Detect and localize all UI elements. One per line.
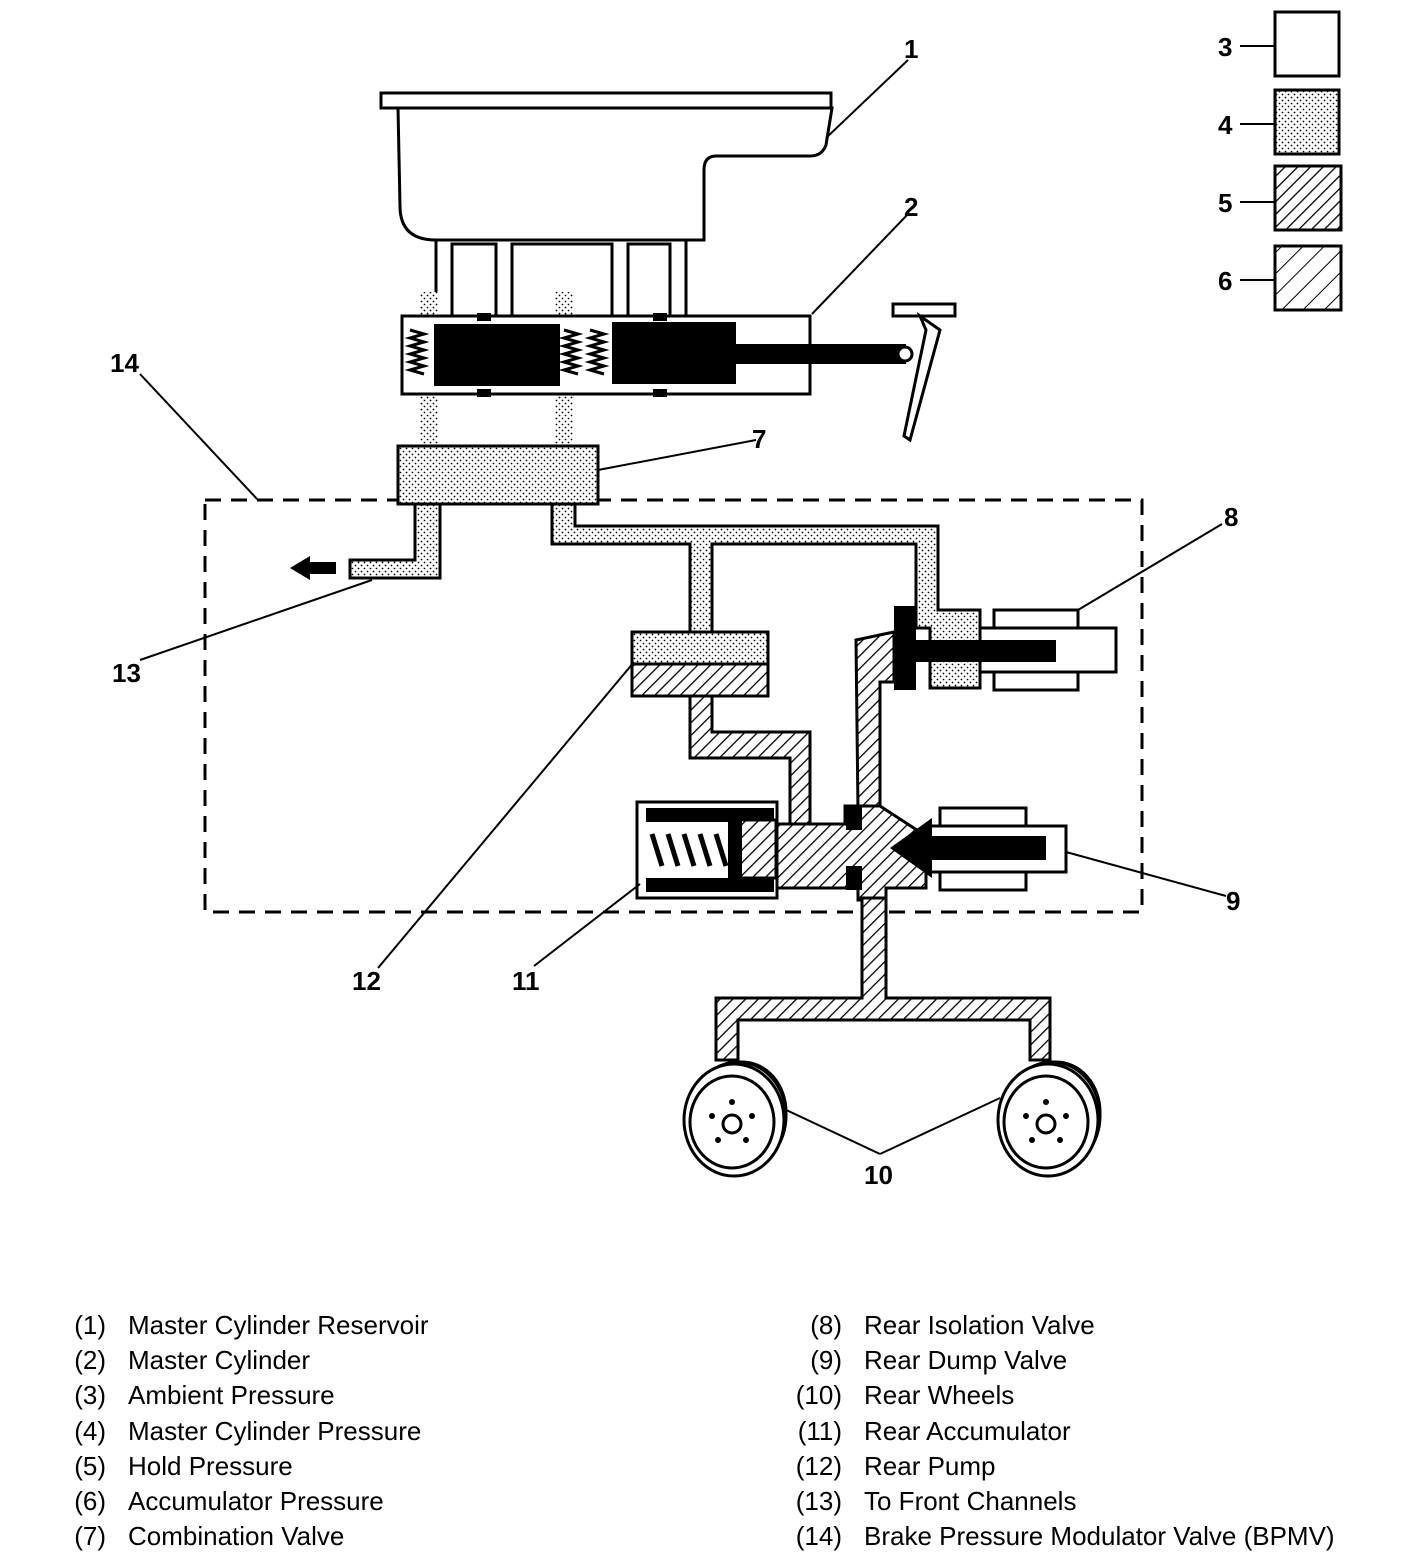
- callout-4: 4: [1218, 110, 1233, 140]
- front-channel-line: [290, 502, 442, 580]
- legend-number: (7): [74, 1521, 106, 1552]
- callouts: 1 2 3 4 5 6 7 8 9 10 11 12 13 14: [110, 32, 1240, 1190]
- legend-number: (14): [795, 1521, 842, 1552]
- legend-item: (11) Rear Accumulator: [786, 1414, 1335, 1449]
- swatch-accumulator: [1273, 244, 1343, 312]
- callout-14: 14: [110, 348, 139, 378]
- legend-right-column: (8) Rear Isolation Valve (9) Rear Dump Val…: [786, 1308, 1335, 1554]
- callout-1: 1: [904, 34, 918, 64]
- legend-label: Accumulator Pressure: [128, 1486, 384, 1517]
- swatch-hold: [1273, 164, 1343, 232]
- callout-2: 2: [904, 192, 918, 222]
- master-pressure-line: [550, 502, 982, 690]
- rear-isolation-valve: [894, 606, 1118, 692]
- legend-item: (3) Ambient Pressure: [50, 1378, 429, 1413]
- legend-item: (13) To Front Channels: [786, 1484, 1335, 1519]
- callout-10: 10: [864, 1160, 893, 1190]
- swatch-ambient: [1273, 10, 1341, 78]
- rear-wheel-left: [682, 1060, 788, 1178]
- legend-label: Combination Valve: [128, 1521, 345, 1552]
- legend-number: (13): [795, 1486, 842, 1517]
- callout-8: 8: [1224, 502, 1238, 532]
- legend-label: Rear Dump Valve: [864, 1345, 1068, 1376]
- legend-item: (8) Rear Isolation Valve: [786, 1308, 1335, 1343]
- legend-label: Master Cylinder Reservoir: [128, 1310, 429, 1340]
- legend-label: Ambient Pressure: [128, 1380, 335, 1411]
- legend-item: (7) Combination Valve: [50, 1519, 429, 1554]
- legend-number: (5): [74, 1450, 106, 1481]
- legend-item: (14) Brake Pressure Modulator Valve (BPMV…: [786, 1519, 1335, 1554]
- callout-12: 12: [352, 966, 381, 996]
- leader-lines: [139, 59, 1227, 1155]
- legend-item: (9) Rear Dump Valve: [786, 1343, 1335, 1378]
- swatch-master-cylinder: [1273, 88, 1341, 156]
- legend-number: (11): [797, 1415, 842, 1446]
- bpmv-boundary: [203, 498, 1144, 914]
- legend-number: (3): [74, 1380, 106, 1411]
- callout-7: 7: [752, 424, 766, 454]
- callout-11: 11: [512, 966, 540, 996]
- callout-5: 5: [1218, 188, 1232, 218]
- master-cylinder-reservoir: [379, 91, 834, 318]
- legend-number: (9): [810, 1345, 842, 1376]
- legend-item: (1) Master Cylinder Reservoir: [50, 1308, 429, 1343]
- legend-number: (2): [74, 1345, 106, 1376]
- callout-13: 13: [112, 658, 141, 688]
- legend-number: (4): [74, 1415, 106, 1446]
- legend-number: (12): [795, 1450, 842, 1481]
- rear-wheel-lines: [714, 896, 1052, 1062]
- brake-pedal: [891, 302, 957, 443]
- pressure-key: [1240, 10, 1343, 312]
- combination-valve: [396, 292, 600, 506]
- callout-9: 9: [1226, 886, 1240, 916]
- legend-item: (5) Hold Pressure: [50, 1449, 429, 1484]
- master-cylinder: [400, 313, 906, 397]
- legend-item: (6) Accumulator Pressure: [50, 1484, 429, 1519]
- legend-label: Master Cylinder: [128, 1345, 311, 1376]
- rear-wheel-right: [996, 1060, 1102, 1178]
- rear-accumulator: [635, 800, 779, 900]
- callout-6: 6: [1218, 266, 1232, 296]
- legend-item: (2) Master Cylinder: [50, 1343, 429, 1378]
- legend-number: (6): [74, 1486, 106, 1517]
- legend-label: Rear Wheels: [864, 1380, 1015, 1411]
- rear-pump: [630, 630, 770, 698]
- legend-label: Brake Pressure Modulator Valve (BPMV): [864, 1521, 1335, 1552]
- legend-label: Hold Pressure: [128, 1450, 293, 1481]
- legend-item: (4) Master Cylinder Pressure: [50, 1414, 429, 1449]
- legend-item: (10) Rear Wheels: [786, 1378, 1335, 1413]
- legend-number: (10): [795, 1380, 842, 1411]
- legend-label: To Front Channels: [864, 1486, 1077, 1517]
- legend-label: Rear Pump: [864, 1450, 996, 1481]
- rear-dump-valve: [774, 804, 1068, 902]
- callout-3: 3: [1218, 32, 1232, 62]
- legend-number: (8): [810, 1310, 842, 1340]
- brake-system-diagram: 1 2 3 4 5 6 7 8 9 10 11 12 13 14: [110, 10, 1343, 1190]
- legend-item: (12) Rear Pump: [786, 1449, 1335, 1484]
- legend-label: Rear Isolation Valve: [864, 1310, 1095, 1340]
- legend-left-column: (1) Master Cylinder Reservoir (2) Master C…: [50, 1308, 429, 1554]
- legend-label: Master Cylinder Pressure: [128, 1415, 422, 1446]
- legend-label: Rear Accumulator: [864, 1415, 1071, 1446]
- legend-number: (1): [74, 1310, 106, 1340]
